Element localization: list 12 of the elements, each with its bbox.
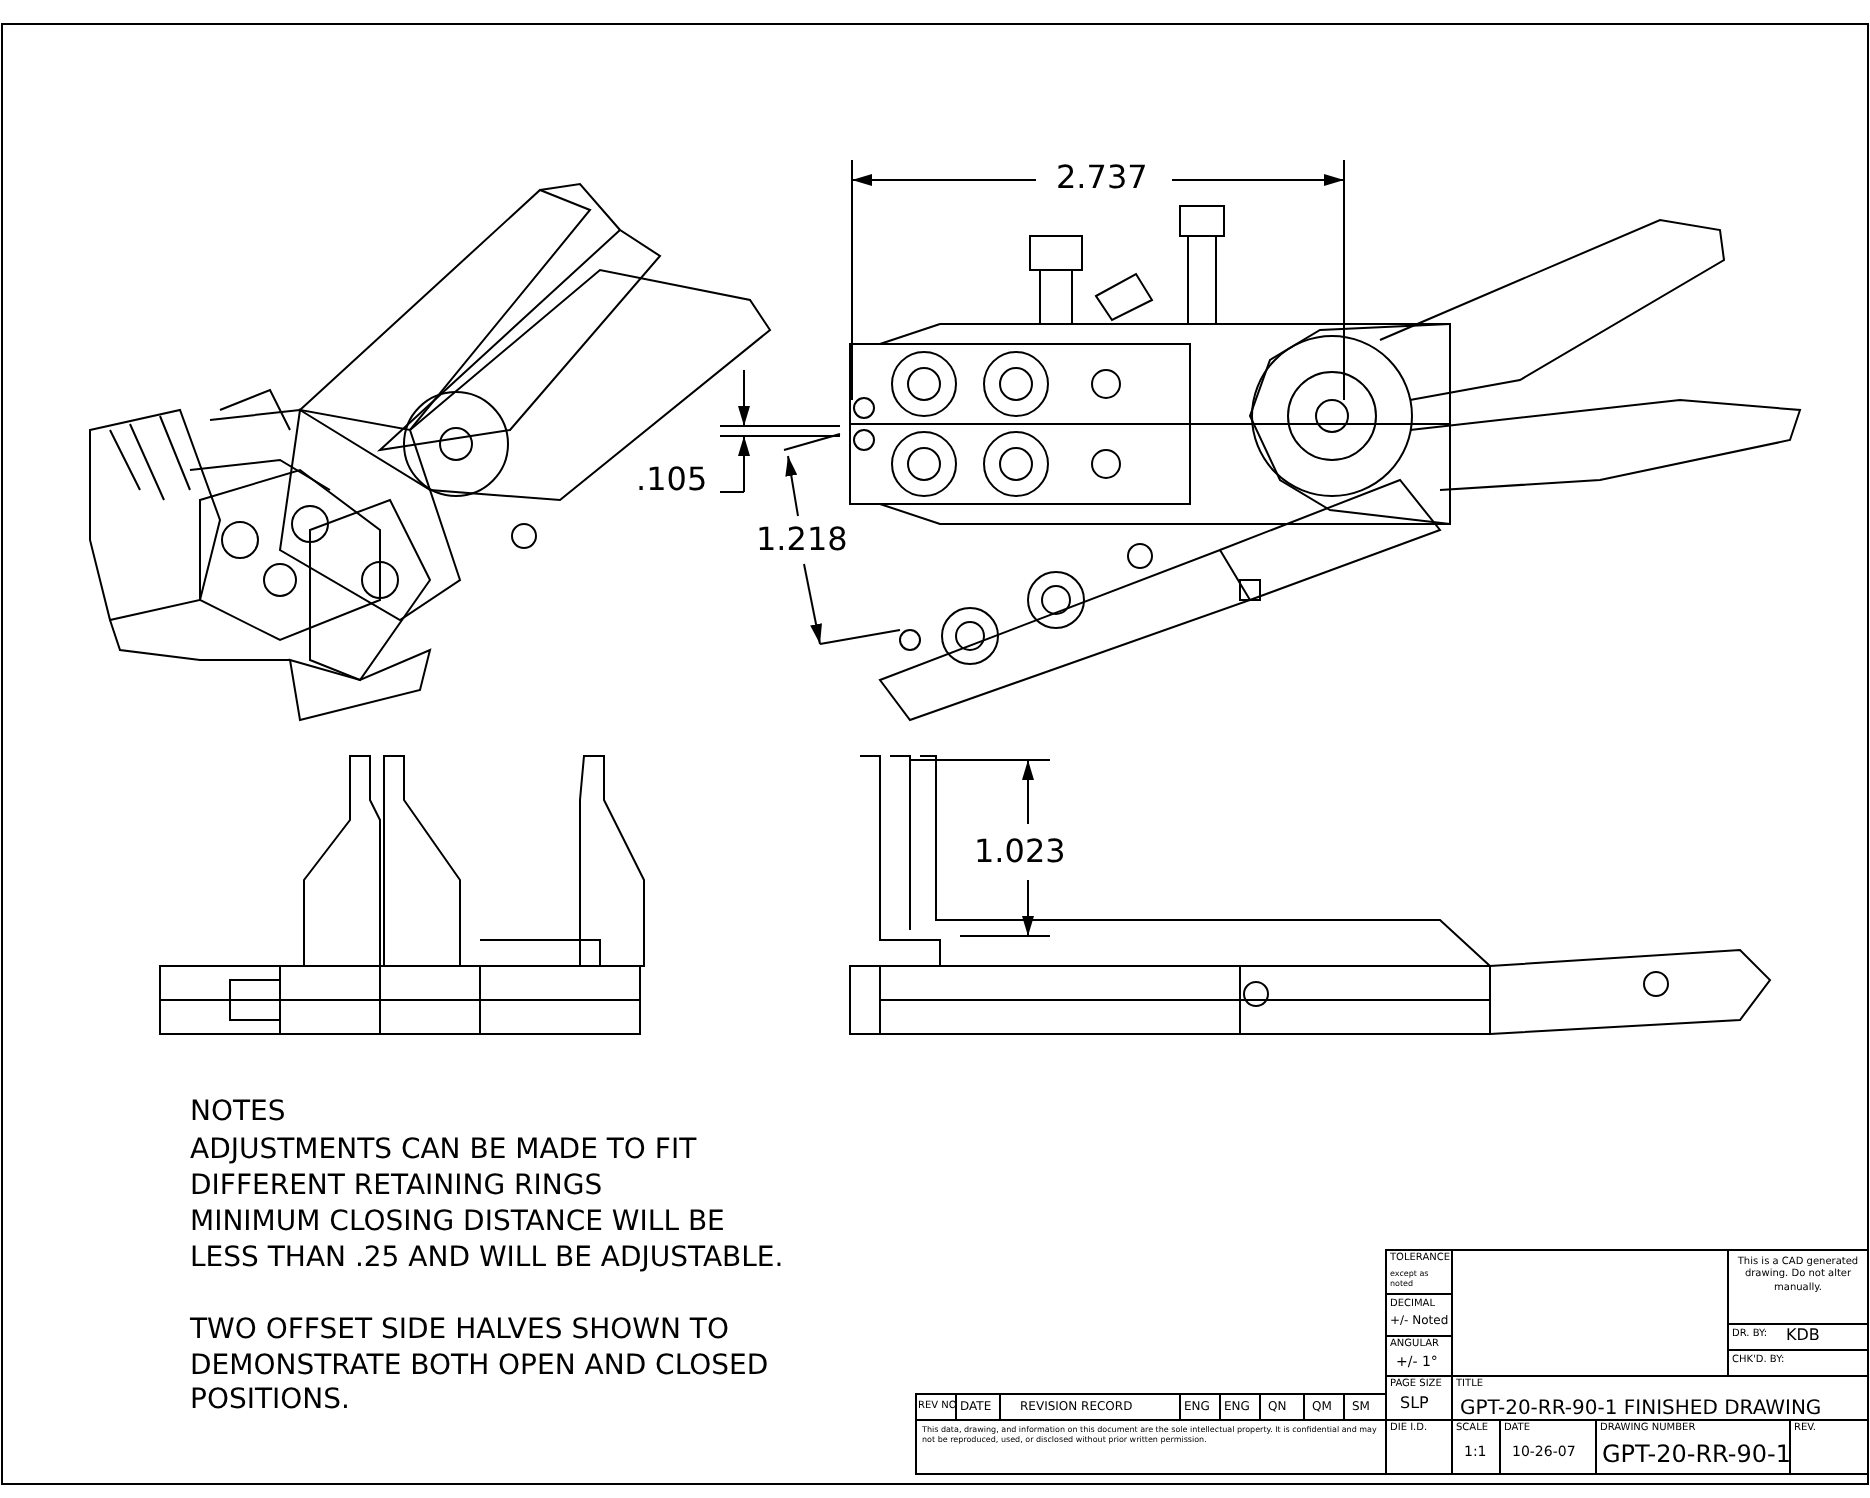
dimension-value: 2.737 [1056,160,1148,196]
note-text: MINIMUM CLOSING DISTANCE WILL BE LESS THAN .25 AND WILL BE ADJUSTABLE. [190,1206,786,1276]
drawing-number: GPT-20-RR-90-1 [1602,1442,1791,1469]
note-text: ADJUSTMENTS CAN BE MADE TO FIT DIFFERENT RETAINING RINGS [190,1134,699,1204]
note-text: TWO OFFSET SIDE HALVES SHOWN TO DEMONSTRATE BOTH OPEN AND CLOSED POSITIONS. [190,1314,771,1419]
field-value: KDB [1786,1328,1820,1346]
dimension-value: 1.218 [756,522,848,558]
field-value: SLP [1400,1396,1429,1414]
drawing-title: GPT-20-RR-90-1 FINISHED DRAWING [1460,1398,1822,1420]
notes-heading: NOTES [190,1098,286,1129]
dimension-value: .105 [636,462,708,498]
dimension-value: 1.023 [974,834,1066,870]
